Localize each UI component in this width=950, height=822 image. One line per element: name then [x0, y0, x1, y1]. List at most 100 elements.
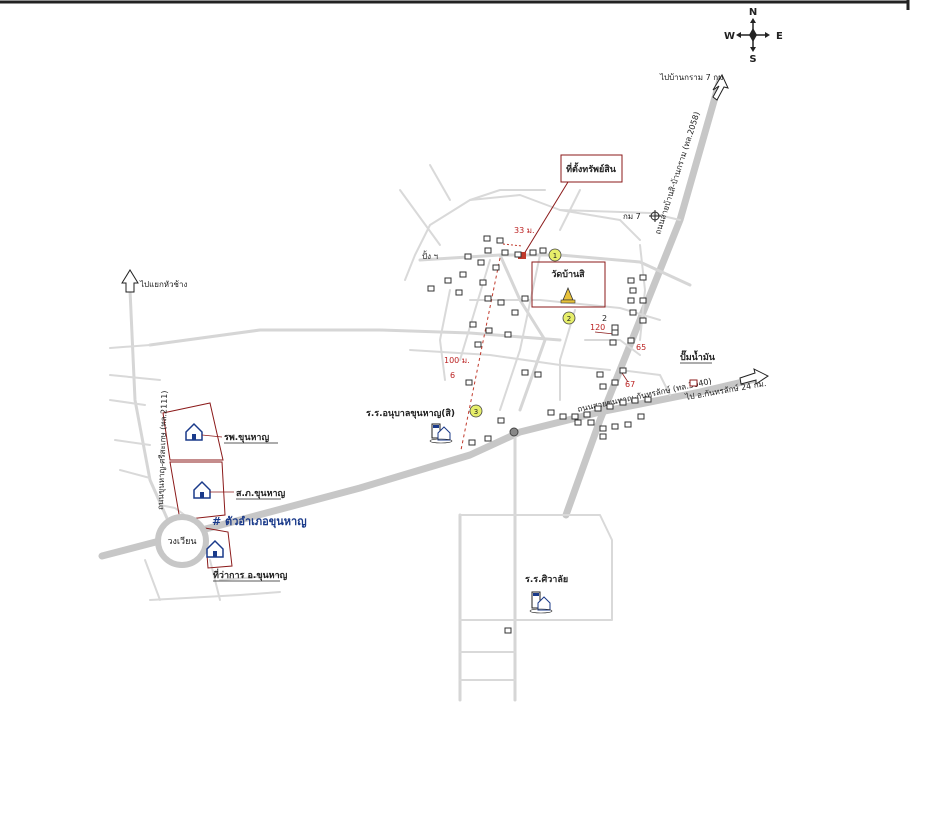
house-icon [599, 383, 607, 390]
house-icon [619, 399, 627, 406]
main-road [98, 374, 764, 560]
house-icon [468, 439, 476, 446]
village-road-9 [409, 349, 611, 371]
village-road-10 [439, 289, 451, 381]
school-icon [429, 423, 453, 444]
dist-33-line [502, 243, 523, 247]
dist-6-label: 6 [450, 371, 455, 380]
house-icon [587, 419, 595, 426]
gas-station-label: ปั๊มน้ำมัน [680, 350, 716, 363]
west-minor-6 [144, 559, 161, 601]
house-icon [539, 247, 547, 254]
house-icon [492, 264, 500, 271]
crosshair-icon [649, 210, 661, 222]
house-icon [485, 327, 493, 334]
house-icon [627, 277, 635, 284]
house-icon [596, 371, 604, 378]
house-icon [611, 379, 619, 386]
house-icon [547, 409, 555, 416]
district-office-label: ที่ว่าการ อ.ขุนหาญ [213, 568, 288, 581]
house-icon [611, 329, 619, 336]
village-road-6 [399, 189, 441, 246]
village-road-3 [404, 194, 641, 281]
dist-120-line [594, 331, 615, 335]
house-icon [559, 413, 567, 420]
house-icon [639, 317, 647, 324]
police-icon [193, 480, 211, 499]
house-icon [469, 321, 477, 328]
district-plots [162, 261, 606, 569]
house-icon [529, 249, 537, 256]
house-icon [599, 425, 607, 432]
house-icon [521, 369, 529, 376]
temple-icon [560, 286, 576, 304]
to-village-label: ไปบ้านกราม 7 กม [659, 73, 723, 82]
arrow-up-icon [121, 269, 139, 293]
west-minor-7 [209, 559, 221, 601]
house-icon [629, 309, 637, 316]
dist-100-line [460, 257, 501, 451]
village-road-1 [498, 253, 547, 412]
hospital-label: รพ.ขุนหาญ [224, 433, 269, 443]
house-icon [474, 341, 482, 348]
marker-1: 1 [548, 248, 562, 262]
temple-label: วัดบ้านสิ [551, 269, 585, 280]
compass-w: W [724, 31, 735, 42]
marker-2: 2 [562, 311, 576, 325]
property-pin [518, 252, 526, 259]
house-icon [497, 417, 505, 424]
house-icon [624, 421, 632, 428]
house-icon [627, 297, 635, 304]
compass-n: N [749, 7, 757, 18]
village-road-4 [469, 189, 546, 201]
temple-plot [531, 261, 606, 308]
village-road-11 [459, 259, 491, 361]
house-icon [504, 627, 512, 634]
house-icon [571, 413, 579, 420]
house-icon [455, 289, 463, 296]
property-pointer [523, 181, 569, 255]
compass-icon: N S E W [724, 7, 783, 65]
svg-text:3: 3 [474, 408, 478, 416]
village-road-16 [639, 244, 646, 341]
dist-2-label: 2 [602, 314, 607, 323]
district-office-icon [206, 539, 224, 558]
village-road-5 [559, 209, 681, 221]
house-icon [511, 309, 519, 316]
property-label: ที่ตั้งทรัพย์สิน [566, 162, 617, 175]
village-road-7 [429, 164, 451, 201]
house-icon [611, 423, 619, 430]
km7-label: กม 7 [623, 212, 641, 221]
west-minor-3 [114, 439, 151, 446]
house-icon [497, 299, 505, 306]
house-icon [483, 235, 491, 242]
village-road-14 [584, 339, 641, 356]
house-icon [629, 287, 637, 294]
west-minor-1 [109, 374, 161, 381]
district-label: # ตัวอำเภอขุนหาญ [212, 515, 307, 529]
house-icon [477, 259, 485, 266]
west-minor-5 [149, 591, 281, 601]
house-icon [627, 337, 635, 344]
cross-road [148, 328, 562, 347]
house-icon [599, 433, 607, 440]
marker-3: 3 [469, 404, 483, 418]
village-road-17 [559, 189, 581, 231]
village-road-15 [619, 369, 671, 396]
house-icon [501, 249, 509, 256]
gas-station-icon [689, 379, 698, 387]
house-icon [521, 295, 529, 302]
arrow-up-icon [712, 73, 729, 101]
house-icon [427, 285, 435, 292]
to-hua-chang-label: ไปแยกหัวช้าง [139, 280, 187, 289]
roundabout-circle [155, 514, 209, 568]
house-icon [619, 367, 627, 374]
village-road-13 [559, 309, 576, 401]
house-icon [637, 413, 645, 420]
arrow-right-icon [739, 368, 769, 385]
house-icon [479, 279, 487, 286]
svg-text:2: 2 [567, 315, 571, 323]
west-road-label: ถนนขุนหาญ-ศรีสะเกษ (ทล.2111) [156, 390, 169, 510]
compass-e: E [776, 31, 783, 42]
